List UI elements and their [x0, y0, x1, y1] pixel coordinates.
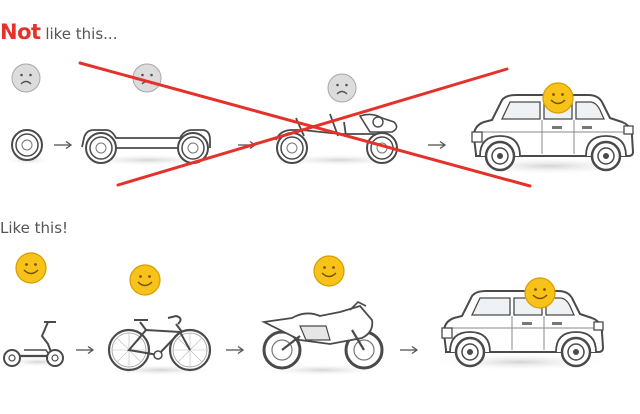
- sad-face-icon: [327, 73, 357, 103]
- row1-heading: Not like this...: [0, 20, 117, 44]
- arrow-icon: [225, 345, 244, 355]
- row2-stage-kick-scooter-face: [15, 252, 47, 284]
- arrow-icon: [53, 140, 72, 150]
- row2-stage-motorcycle-face: [313, 255, 345, 287]
- row2-stage-motorcycle: [260, 301, 384, 376]
- row1-stage-buggy-face: [327, 73, 357, 103]
- row1-heading-strong: Not: [0, 20, 41, 44]
- row2-stage-kick-scooter: [3, 321, 72, 367]
- happy-face-icon: [15, 252, 47, 284]
- sad-face-icon: [11, 63, 41, 93]
- happy-face-icon: [313, 255, 345, 287]
- arrow-icon: [75, 345, 94, 355]
- row2-stage-suv: [428, 289, 612, 373]
- happy-face-icon: [524, 277, 556, 309]
- row1-stage-chassis: [78, 129, 218, 166]
- happy-face-icon: [129, 264, 161, 296]
- row1-stage-wheel: [6, 129, 50, 165]
- row1-stage-wheel-face: [11, 63, 41, 93]
- arrow-icon: [399, 345, 418, 355]
- row1-heading-rest: like this...: [40, 25, 118, 43]
- arrow-icon: [427, 140, 446, 150]
- row2-stage-bicycle: [102, 314, 218, 376]
- cross-out-mark: [78, 61, 532, 188]
- happy-face-icon: [542, 82, 574, 114]
- row2-stage-suv-face: [524, 277, 556, 309]
- row2-stage-bicycle-face: [129, 264, 161, 296]
- row1-stage-suv-face: [542, 82, 574, 114]
- row2-heading: Like this!: [0, 219, 69, 237]
